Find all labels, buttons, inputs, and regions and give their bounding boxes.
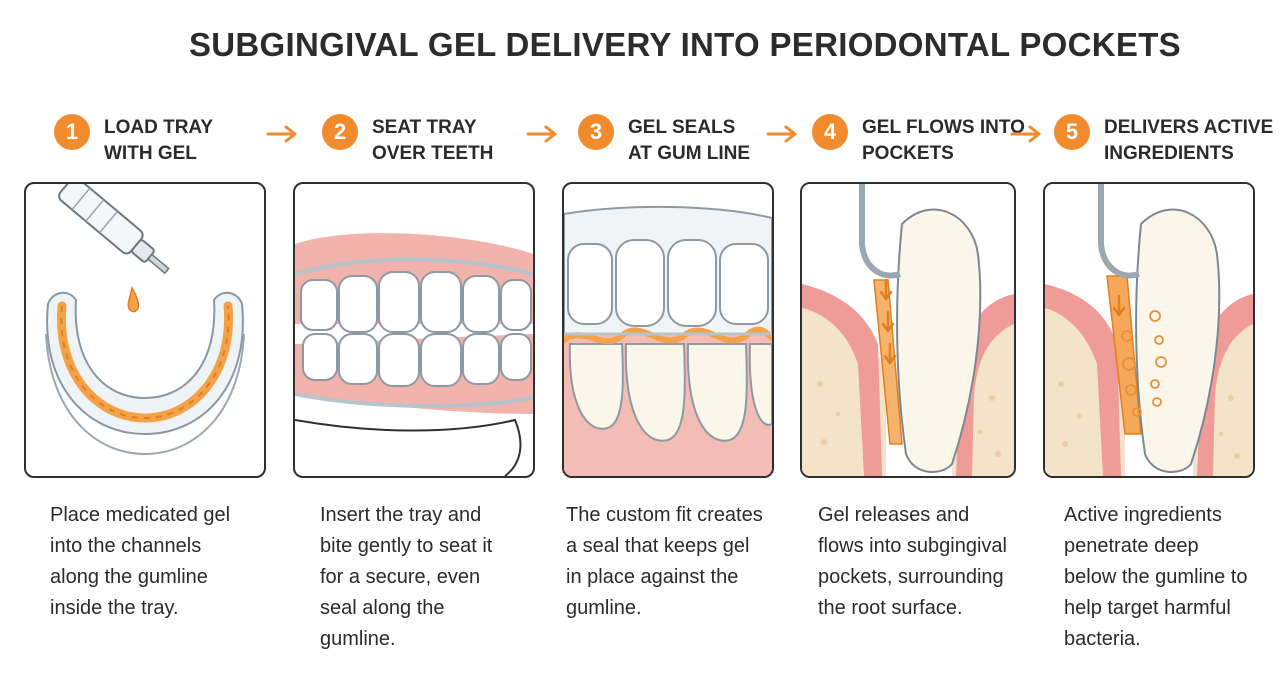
step-2-description: Insert the tray and bite gently to seat … bbox=[320, 504, 493, 650]
step-3-number: 3 bbox=[578, 114, 614, 150]
arrow-right-icon bbox=[1010, 125, 1041, 143]
step-2-illustration bbox=[293, 182, 535, 478]
arrow-right-icon bbox=[526, 125, 557, 143]
step-1-header: 1 LOAD TRAY WITH GEL bbox=[54, 114, 213, 170]
step-5-illustration bbox=[1043, 182, 1255, 478]
arrow-right-icon bbox=[766, 125, 797, 143]
step-2-label: SEAT TRAY OVER TEETH bbox=[372, 117, 494, 164]
step-5-header: 5 DELIVERS ACTIVE INGREDIENTS bbox=[1054, 114, 1273, 170]
step-1-number: 1 bbox=[54, 114, 90, 150]
page-title: SUBGINGIVAL GEL DELIVERY INTO PERIODONTA… bbox=[188, 26, 1181, 63]
step-5-number: 5 bbox=[1054, 114, 1090, 150]
step-5-label: DELIVERS ACTIVE INGREDIENTS bbox=[1104, 117, 1274, 164]
step-3-description: The custom fit creates a seal that keeps… bbox=[566, 504, 763, 619]
arrow-right-icon bbox=[266, 125, 297, 143]
step-5-description: Active ingredients penetrate deep below … bbox=[1064, 504, 1248, 650]
step-2-number: 2 bbox=[322, 114, 358, 150]
step-3-label: GEL SEALS AT GUM LINE bbox=[628, 117, 751, 164]
step-4-description: Gel releases and flows into subgingival … bbox=[818, 504, 1007, 619]
step-3-header: 3 GEL SEALS AT GUM LINE bbox=[578, 114, 750, 170]
step-4-label: GEL FLOWS INTO POCKETS bbox=[862, 117, 1025, 164]
step-1-label: LOAD TRAY WITH GEL bbox=[104, 117, 214, 164]
step-3-illustration bbox=[562, 182, 774, 478]
step-4-number: 4 bbox=[812, 114, 848, 150]
step-1-description: Place medicated gel into the channels al… bbox=[50, 504, 231, 619]
step-1-illustration bbox=[24, 182, 266, 478]
step-4-illustration bbox=[800, 182, 1016, 478]
step-4-header: 4 GEL FLOWS INTO POCKETS bbox=[812, 114, 1025, 170]
step-2-header: 2 SEAT TRAY OVER TEETH bbox=[322, 114, 493, 170]
